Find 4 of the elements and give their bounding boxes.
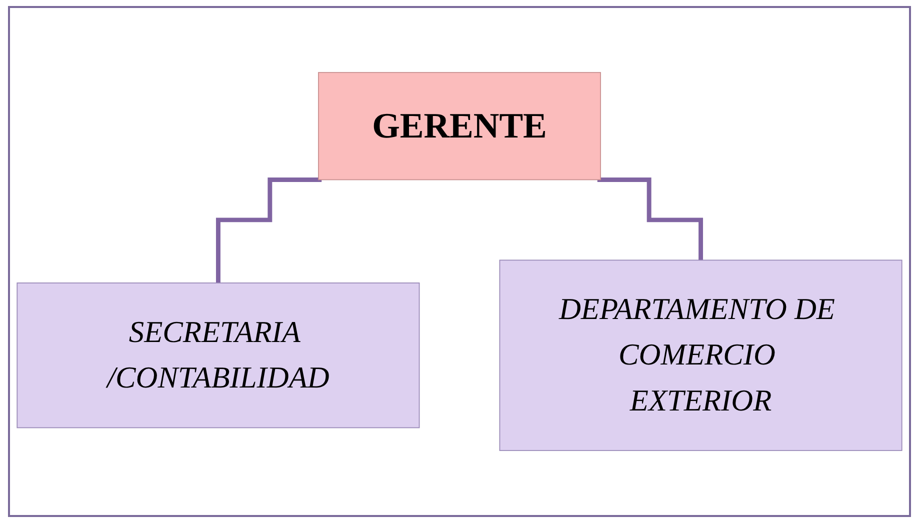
node-box: DEPARTAMENTO DE COMERCIO EXTERIOR [499, 260, 902, 451]
connector [597, 178, 704, 262]
node-box: GERENTE [318, 72, 601, 180]
node-box: SECRETARIA /CONTABILIDAD [16, 282, 420, 428]
